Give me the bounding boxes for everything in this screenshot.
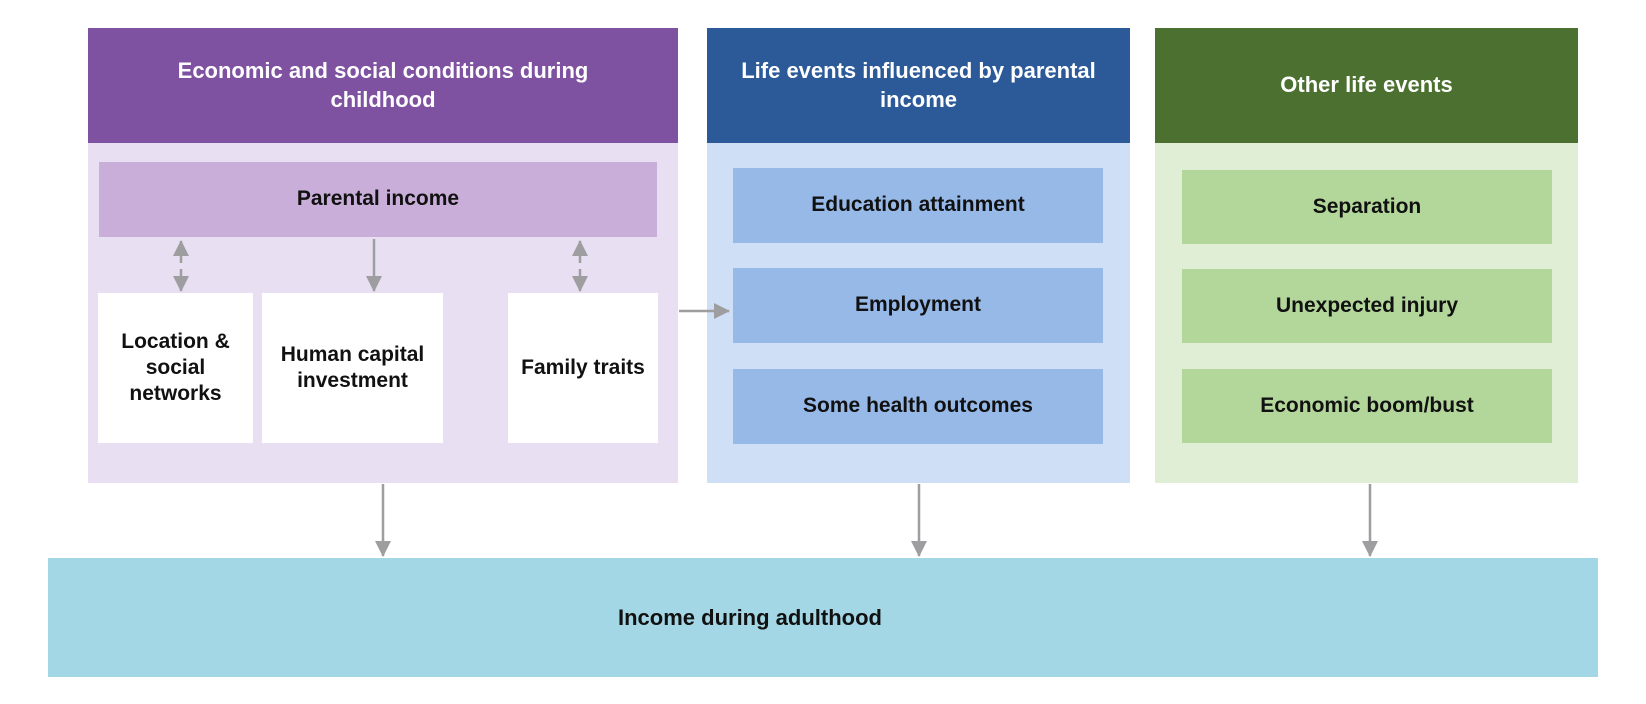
life-events-header: Life events influenced by parental incom… <box>707 28 1130 143</box>
childhood-conditions-body: Parental income Location & social networ… <box>88 143 678 483</box>
other-event-box-economic-boom-bust: Economic boom/bust <box>1182 369 1552 443</box>
other-life-events-header: Other life events <box>1155 28 1578 143</box>
life-events-body: Education attainment Employment Some hea… <box>707 143 1130 483</box>
life-event-box-education-attainment: Education attainment <box>733 168 1103 243</box>
income-during-adulthood-bar: Income during adulthood <box>48 558 1598 677</box>
factor-box-location-social-networks: Location & social networks <box>98 293 253 443</box>
column-other-life-events: Other life events Separation Unexpected … <box>1155 28 1578 483</box>
life-event-box-some-health-outcomes: Some health outcomes <box>733 369 1103 444</box>
column-life-events-parental-income: Life events influenced by parental incom… <box>707 28 1130 483</box>
parental-income-box: Parental income <box>99 162 657 237</box>
column-childhood-conditions: Economic and social conditions during ch… <box>88 28 678 483</box>
factor-box-family-traits: Family traits <box>508 293 658 443</box>
childhood-conditions-header: Economic and social conditions during ch… <box>88 28 678 143</box>
life-event-box-employment: Employment <box>733 268 1103 343</box>
other-event-box-separation: Separation <box>1182 170 1552 244</box>
other-event-box-unexpected-injury: Unexpected injury <box>1182 269 1552 343</box>
other-life-events-body: Separation Unexpected injury Economic bo… <box>1155 143 1578 483</box>
factor-box-human-capital-investment: Human capital investment <box>262 293 443 443</box>
